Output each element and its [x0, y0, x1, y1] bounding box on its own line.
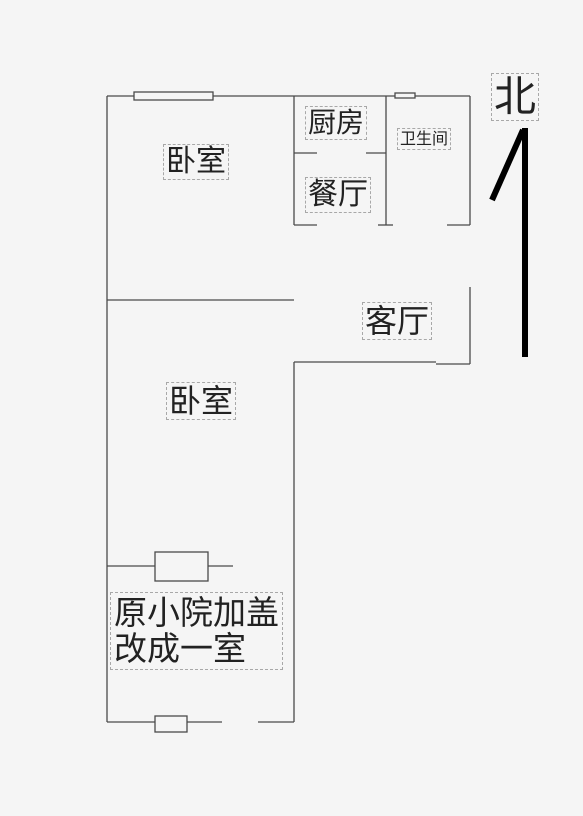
room-label-converted-annex: 原小院加盖 改成一室 — [110, 592, 283, 670]
window-annex-divider — [154, 551, 209, 582]
room-label-kitchen: 厨房 — [305, 106, 368, 140]
window-bottom — [154, 715, 188, 733]
room-label-bathroom: 卫生间 — [397, 128, 452, 150]
window-bedroom-top — [133, 91, 214, 101]
room-label-living: 客厅 — [362, 302, 433, 340]
window-bathroom — [394, 92, 416, 99]
annex-label-line2: 改成一室 — [114, 629, 246, 668]
room-label-bedroom-top: 卧室 — [163, 144, 229, 180]
compass-north-label: 北 — [491, 73, 540, 121]
north-arrow-icon — [489, 128, 528, 357]
room-label-bedroom-main: 卧室 — [166, 382, 237, 420]
room-label-dining: 餐厅 — [305, 177, 371, 213]
annex-label-line1: 原小院加盖 — [114, 593, 279, 632]
